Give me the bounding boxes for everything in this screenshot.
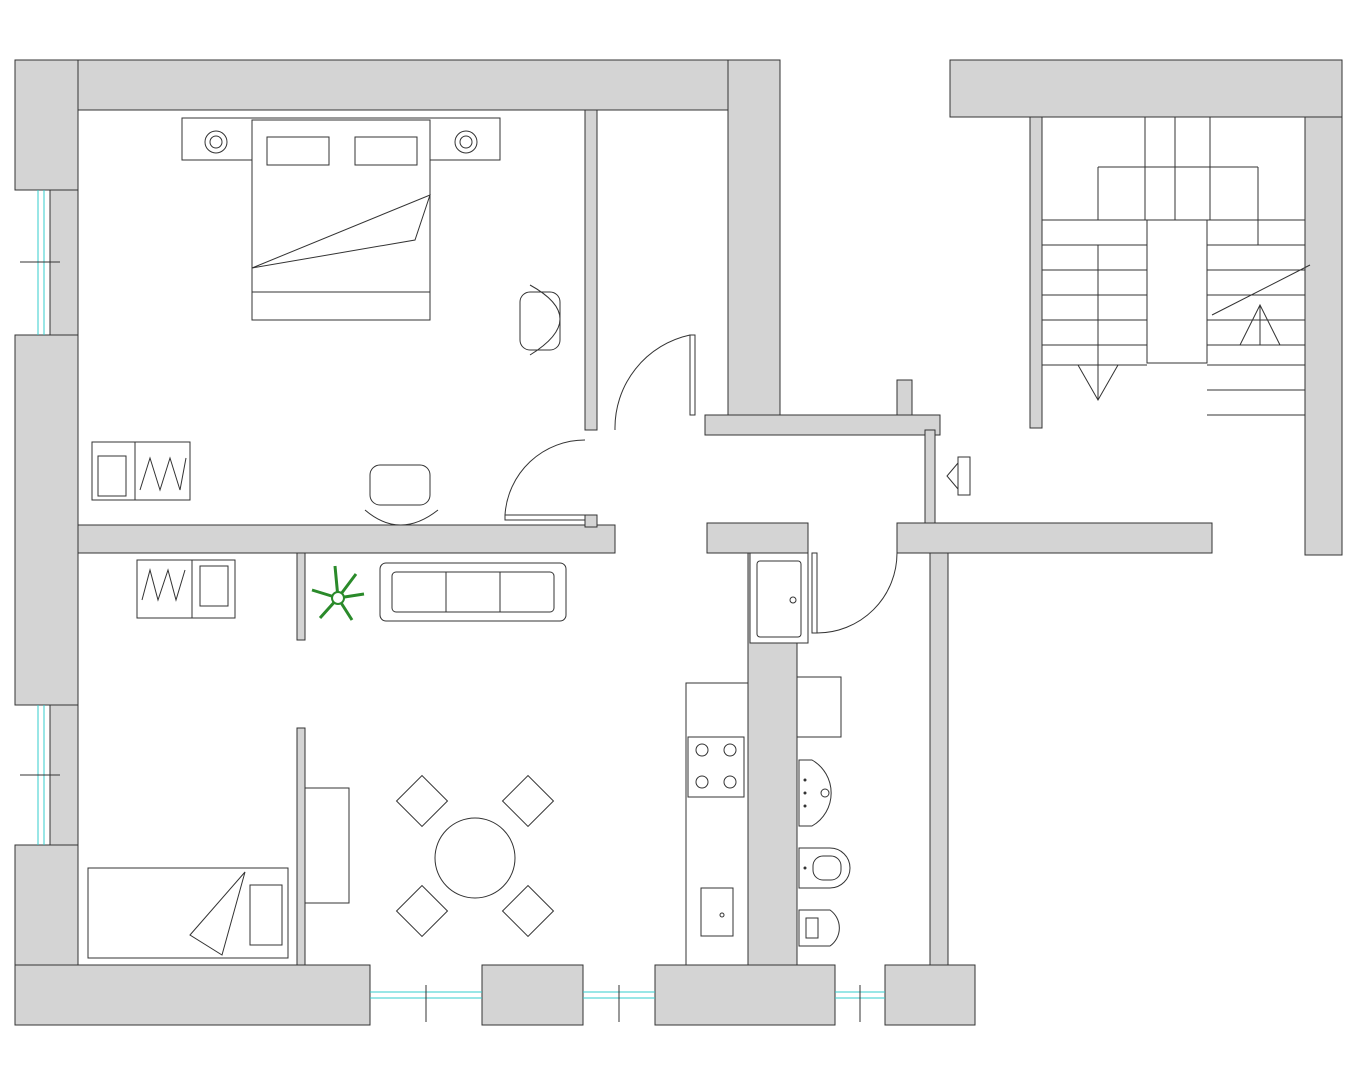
wardrobe-icon	[91, 441, 236, 619]
single-bed-icon	[87, 867, 289, 959]
kitchen-sink-icon	[700, 887, 734, 937]
wall-landing	[896, 522, 1213, 554]
wall-bath-top	[706, 522, 809, 554]
wall-bedroom-living	[77, 524, 616, 554]
shower-tray-icon	[749, 552, 809, 644]
armchair-icon	[364, 284, 561, 526]
dining-chair-icon	[395, 774, 555, 938]
cabinet-icon	[796, 676, 842, 738]
stove-icon	[687, 736, 745, 798]
double-bed-icon	[181, 117, 501, 321]
wall-bottom-2	[481, 964, 584, 1026]
wall-stair-left	[1029, 116, 1043, 429]
wall-left-top	[14, 59, 79, 191]
door-swing-icon	[504, 334, 898, 634]
dining-table-icon	[434, 817, 516, 899]
wall-corridor-stub	[704, 414, 941, 436]
toilet-icon	[798, 909, 840, 947]
bidet-icon	[798, 847, 851, 889]
wall-top	[14, 59, 781, 111]
wall-bedroom2-partition	[296, 727, 306, 966]
wall-right-upper	[727, 59, 781, 436]
wall-corridor-thin	[924, 429, 936, 524]
entry-marker-icon	[946, 456, 971, 496]
wall-closet-partition	[584, 109, 598, 431]
wall-living-stub	[296, 552, 306, 641]
desk-icon	[304, 787, 350, 904]
wall-closet-stub	[584, 514, 598, 528]
walls	[14, 59, 1343, 1026]
wall-bottom-1	[14, 964, 371, 1026]
wall-stair-top	[949, 59, 1343, 118]
wall-corridor-post	[896, 379, 913, 416]
wall-bottom-3	[654, 964, 836, 1026]
wall-bath-right	[929, 552, 949, 966]
wall-bottom-4	[884, 964, 976, 1026]
window-icon	[20, 190, 885, 1022]
washbasin-icon	[798, 759, 832, 827]
staircase-icon	[1042, 117, 1311, 416]
plant-icon	[311, 565, 365, 621]
sofa-icon	[379, 562, 567, 622]
nightstand-lamp-icon	[204, 130, 478, 154]
wall-left-mid	[14, 334, 79, 706]
wall-stair-right	[1304, 116, 1343, 556]
